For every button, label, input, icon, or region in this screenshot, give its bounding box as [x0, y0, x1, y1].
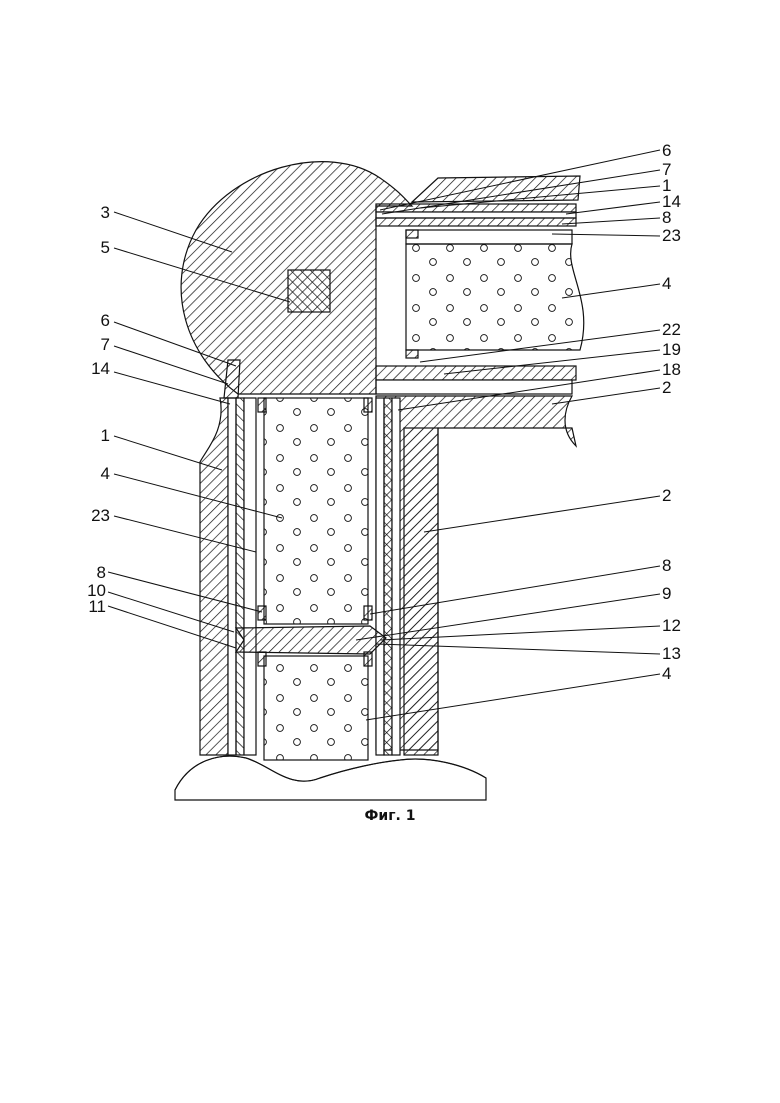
label-4-right-bottom: 4: [662, 664, 671, 683]
label-4-left: 4: [101, 464, 110, 483]
label-2-right-top: 2: [662, 378, 671, 397]
beam-assembly: [181, 162, 412, 398]
label-8-right: 8: [662, 556, 671, 575]
spacer-8-right: [364, 606, 372, 620]
label-6-left: 6: [101, 311, 110, 330]
inner-layer-hatch: [384, 398, 392, 755]
layer-23-top: [406, 230, 572, 244]
layer-18: [376, 380, 572, 394]
label-4-right-top: 4: [662, 274, 671, 293]
foam-4-wall-lower: [264, 656, 368, 760]
spacer-8-left: [258, 606, 266, 620]
labels-left: 3 5 6 7 14 1 4 23 8 10 11: [87, 203, 110, 616]
label-9: 9: [662, 584, 671, 603]
label-14-left: 14: [91, 359, 110, 378]
spacer-top-right: [364, 398, 372, 412]
labels-right: 6 7 1 14 8 23 4 22 19 18 2 2 8 9 12 13 4: [662, 141, 681, 683]
inner-layer-2: [392, 398, 400, 755]
spacer-22: [406, 350, 418, 358]
label-22: 22: [662, 320, 681, 339]
layer-14-top: [376, 218, 576, 226]
spacer-12: [258, 652, 266, 666]
figure-caption: Фиг. 1: [0, 808, 780, 824]
label-5: 5: [101, 238, 110, 257]
label-6-right: 6: [662, 141, 671, 160]
label-23-left: 23: [91, 506, 110, 525]
label-11: 11: [88, 597, 106, 616]
label-7-left: 7: [101, 335, 110, 354]
layer-1-top: [376, 212, 576, 218]
label-8-right-top: 8: [662, 208, 671, 227]
label-3: 3: [101, 203, 110, 222]
layer-7-wall: [228, 398, 236, 755]
label-1-left: 1: [101, 426, 110, 445]
wall-assembly: [175, 398, 486, 800]
spacer-top-left: [258, 398, 266, 412]
layer-23-wall: [244, 398, 256, 755]
label-23-right: 23: [662, 226, 681, 245]
layer-14-wall: [236, 398, 244, 755]
label-19: 19: [662, 340, 681, 359]
spacer-8-top: [406, 230, 418, 238]
spacer-13: [364, 652, 372, 666]
outer-wall-1: [200, 398, 228, 755]
label-8-left: 8: [97, 563, 106, 582]
break-line: [175, 756, 486, 800]
foam-4-wall-upper: [264, 398, 368, 624]
label-18: 18: [662, 360, 681, 379]
label-2-right: 2: [662, 486, 671, 505]
layer-19: [376, 366, 576, 380]
inner-layer: [376, 398, 384, 755]
label-12: 12: [662, 616, 681, 635]
inner-slab-2: [404, 428, 438, 755]
core-5: [288, 270, 330, 312]
label-13: 13: [662, 644, 681, 663]
foam-4-top: [406, 244, 584, 350]
tie-bar-9: [236, 626, 386, 654]
